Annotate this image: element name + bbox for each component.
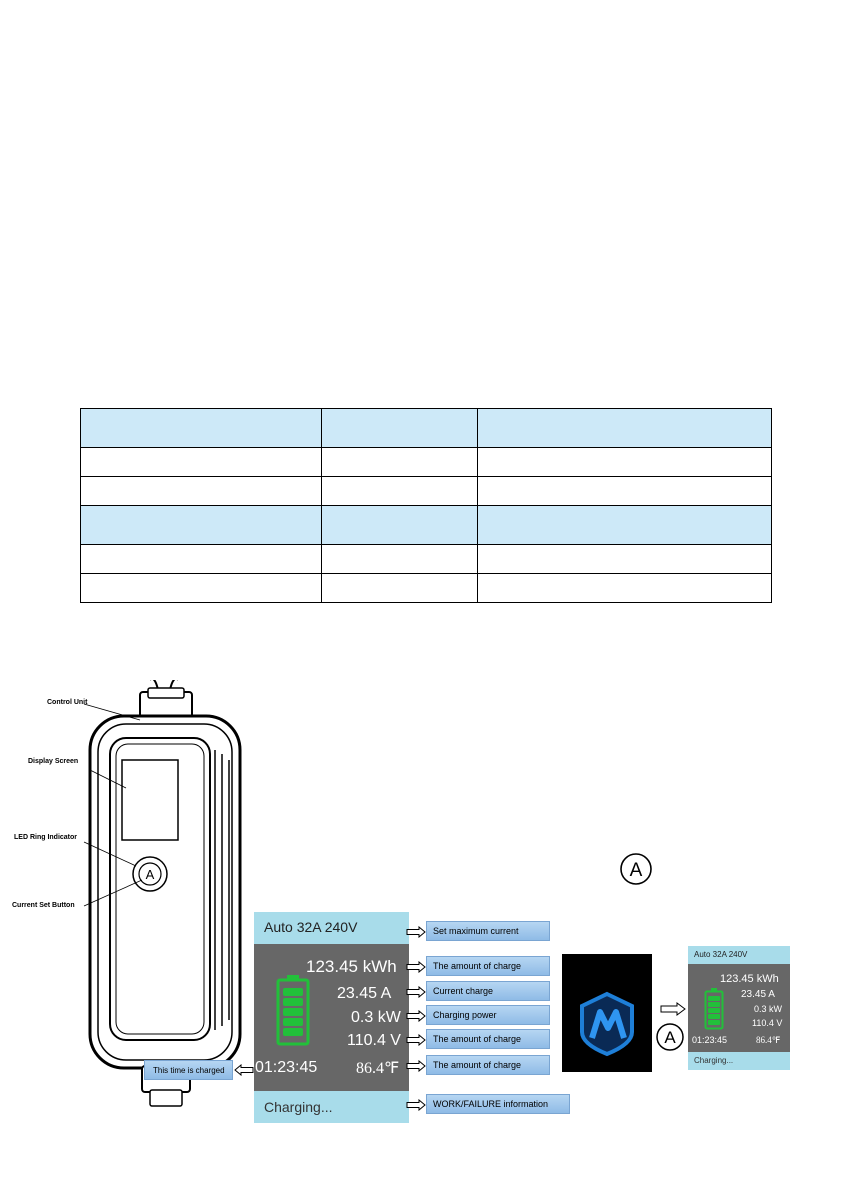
button-letter: A	[146, 867, 155, 882]
time-label: This time is charged	[153, 1066, 225, 1075]
display-status: Charging...	[264, 1099, 333, 1115]
small-display-header-bar: Auto 32A 240V	[688, 946, 790, 964]
table-row	[80, 476, 772, 506]
small-battery-icon	[704, 988, 724, 1030]
arrow-right-icon	[406, 1099, 426, 1111]
a-button-icon: A	[656, 1023, 684, 1051]
small-display-status: Charging...	[694, 1056, 734, 1065]
table-cell	[80, 505, 322, 545]
arrow-left-icon	[234, 1064, 254, 1076]
table-header-row	[80, 505, 772, 545]
display-voltage: 110.4 V	[347, 1032, 401, 1049]
arrow-right-icon	[406, 1034, 426, 1046]
callout-current-set-button: Current Set Button	[12, 902, 75, 909]
table-cell	[477, 544, 772, 574]
table-row	[80, 573, 772, 603]
label-amount-of-charge: The amount of charge	[426, 1029, 550, 1049]
arrow-right-icon	[406, 986, 426, 998]
display-power: 0.3 kW	[351, 1009, 401, 1026]
table-cell	[477, 447, 772, 477]
display-temperature: 86.4℉	[356, 1060, 400, 1077]
time-label-box: This time is charged	[144, 1060, 233, 1080]
battery-icon	[276, 975, 310, 1046]
table-cell	[321, 505, 478, 545]
table-cell	[80, 476, 322, 506]
table-row	[80, 447, 772, 477]
label-set-max-current: Set maximum current	[426, 921, 550, 941]
small-display-temperature: 86.4℉	[756, 1035, 781, 1045]
arrow-right-icon	[406, 1010, 426, 1022]
table-cell	[477, 476, 772, 506]
small-display-current: 23.45 A	[741, 989, 775, 1000]
label-charging-power: Charging power	[426, 1005, 550, 1025]
table-cell	[80, 447, 322, 477]
callout-display-screen: Display Screen	[28, 758, 79, 765]
table-cell	[321, 544, 478, 574]
display-energy: 123.45 kWh	[306, 957, 397, 976]
small-display-header: Auto 32A 240V	[694, 950, 748, 959]
arrow-right-icon	[660, 1002, 686, 1016]
brand-logo-icon	[580, 991, 634, 1057]
display-time: 01:23:45	[255, 1059, 318, 1076]
table-cell	[477, 573, 772, 603]
a-button-symbol: A	[620, 853, 652, 885]
arrow-right-icon	[406, 926, 426, 938]
label-work-failure: WORK/FAILURE information	[426, 1094, 570, 1114]
small-display-power: 0.3 kW	[754, 1004, 783, 1014]
arrow-right-icon	[406, 1060, 426, 1072]
display-header-bar: Auto 32A 240V	[254, 912, 409, 944]
small-display-status-bar: Charging...	[688, 1052, 790, 1070]
table-cell	[321, 476, 478, 506]
table-cell	[80, 544, 322, 574]
logo-screen	[562, 954, 652, 1072]
label-amount-of-charge: The amount of charge	[426, 1055, 550, 1075]
table-header-row	[80, 408, 772, 448]
table-row	[80, 544, 772, 574]
control-unit-drawing: A	[83, 680, 242, 1107]
label-amount-of-charge: The amount of charge	[426, 956, 550, 976]
small-display-voltage: 110.4 V	[752, 1018, 783, 1028]
spec-table	[80, 408, 772, 603]
table-cell	[321, 447, 478, 477]
table-cell	[477, 408, 772, 448]
table-cell	[321, 408, 478, 448]
small-display-time: 01:23:45	[692, 1035, 728, 1045]
table-cell	[80, 573, 322, 603]
table-cell	[477, 505, 772, 545]
svg-text:A: A	[664, 1028, 676, 1047]
callout-control-unit: Control Unit	[47, 699, 88, 706]
small-display-energy: 123.45 kWh	[720, 973, 779, 985]
display-header: Auto 32A 240V	[264, 919, 358, 935]
display-current: 23.45 A	[337, 985, 392, 1002]
callout-led-ring: LED Ring Indicator	[14, 834, 77, 841]
display-status-bar: Charging...	[254, 1091, 409, 1123]
display-body	[254, 944, 409, 1120]
svg-text:A: A	[630, 860, 643, 881]
label-current-charge: Current charge	[426, 981, 550, 1001]
arrow-right-icon	[406, 961, 426, 973]
table-cell	[80, 408, 322, 448]
table-cell	[321, 573, 478, 603]
